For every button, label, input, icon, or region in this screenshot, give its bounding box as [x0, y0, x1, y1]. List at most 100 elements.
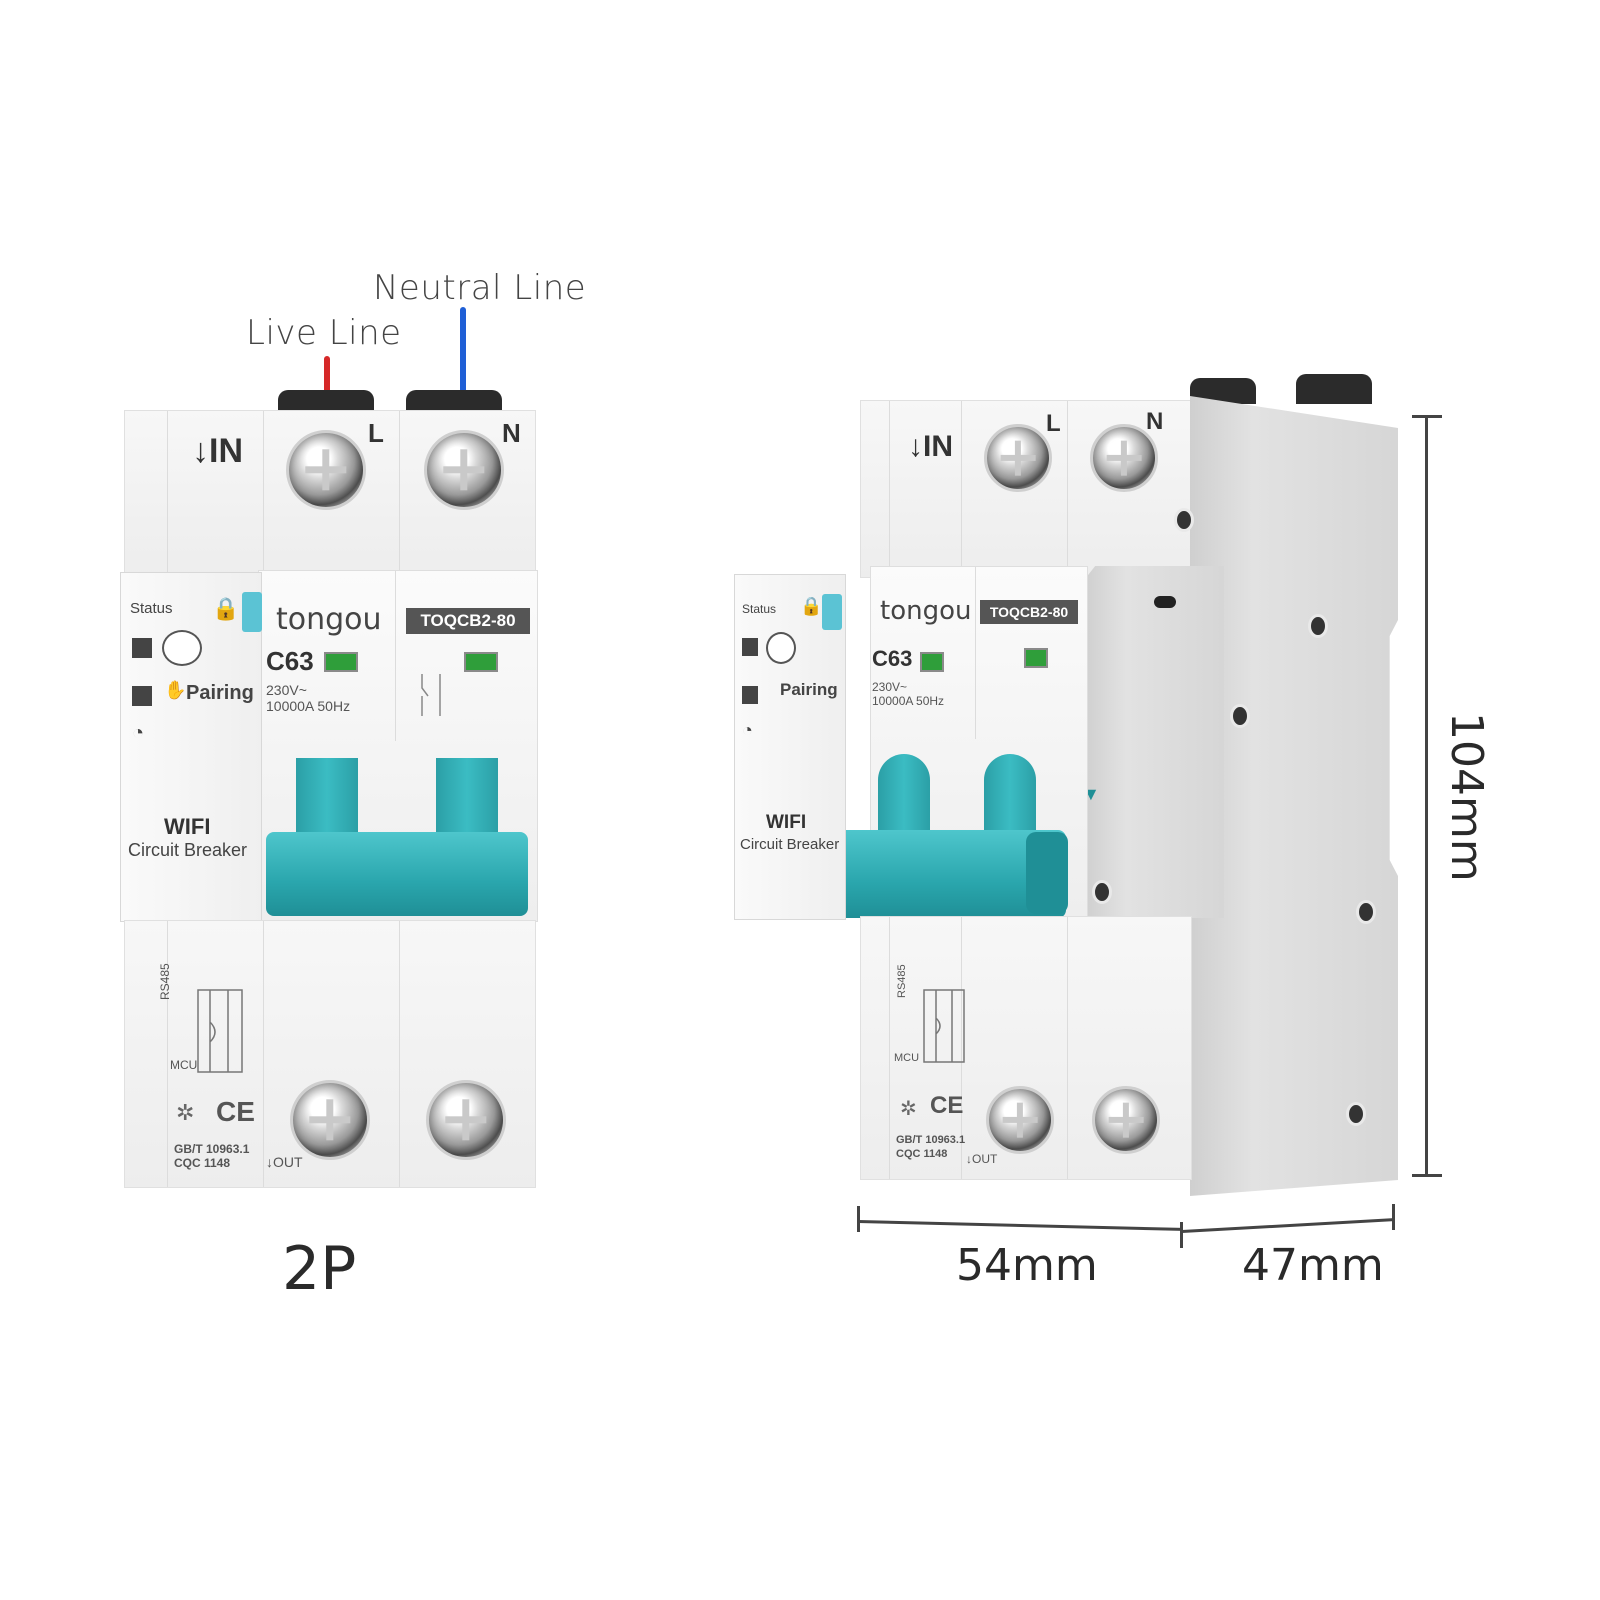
front-brand: tongou — [276, 602, 382, 637]
front-status-square — [132, 638, 152, 658]
front-view-breaker: ↓IN L N tongou C63 TOQCB2-80 230V~ 10000… — [120, 390, 540, 1190]
front-pairing-label: Pairing — [186, 682, 254, 704]
height-dimension-cap-top — [1412, 415, 1442, 418]
side-cert-1: GB/T 10963.1 — [896, 1134, 966, 1146]
side-toggle-post-l[interactable] — [878, 754, 930, 840]
side-status-square — [742, 638, 758, 656]
side-slot — [1154, 596, 1176, 608]
side-bottom-screw-n — [1092, 1086, 1160, 1154]
side-top-screw-n — [1090, 424, 1158, 492]
width-dimension-line — [857, 1220, 1182, 1231]
front-status-label: Status — [130, 600, 173, 617]
front-cert-1: GB/T 10963.1 — [174, 1142, 250, 1156]
side-out-label: ↓OUT — [966, 1152, 998, 1166]
depth-caption: 47mm — [1242, 1240, 1384, 1291]
side-model-badge: TOQCB2-80 — [980, 600, 1078, 624]
front-toggle-post-n[interactable] — [436, 758, 498, 840]
front-wifi-icon: ◔ — [132, 722, 145, 744]
side-indicator-1 — [920, 652, 944, 672]
side-hole-3 — [1230, 704, 1250, 728]
depth-dimension-cap-right — [1392, 1204, 1395, 1230]
front-breaker-label: Circuit Breaker — [128, 840, 248, 860]
side-hole-1 — [1174, 508, 1194, 532]
side-toggle-end — [1026, 832, 1068, 914]
width-caption: 54mm — [956, 1240, 1098, 1291]
front-wifi-label: WIFI — [164, 814, 211, 839]
side-temp-icon: ✲ — [900, 1098, 917, 1120]
side-hole-4 — [1092, 880, 1112, 904]
front-circuit-diagram — [197, 989, 243, 1073]
width-dimension-cap-mid — [1180, 1222, 1183, 1248]
front-temp-icon: ✲ — [176, 1100, 195, 1125]
side-pairing-label: Pairing — [780, 680, 838, 699]
front-wiring-symbol — [421, 674, 441, 716]
width-dimension-cap-left — [857, 1206, 860, 1232]
live-line-label: Live Line — [246, 313, 402, 353]
front-wifi-module — [120, 572, 262, 922]
side-status-label: Status — [742, 602, 777, 616]
side-rs485-label: RS485 — [896, 964, 908, 998]
front-indicator-1 — [324, 652, 358, 672]
side-top-screw-l — [984, 424, 1052, 492]
depth-dimension-line — [1181, 1218, 1394, 1233]
front-specs-2: 10000A 50Hz — [266, 698, 351, 714]
side-lock-icon: 🔒 — [800, 596, 823, 616]
front-pairing-square[interactable] — [132, 686, 152, 706]
front-out-label: ↓OUT — [266, 1154, 303, 1170]
side-indicator-2 — [1024, 648, 1048, 668]
side-pairing-square[interactable] — [742, 686, 758, 704]
side-breaker-label: Circuit Breaker — [740, 836, 840, 853]
front-indicator-2 — [464, 652, 498, 672]
front-rating: C63 — [266, 646, 314, 676]
front-rs485-label: RS485 — [158, 963, 172, 1000]
height-dimension-line — [1425, 416, 1428, 1176]
front-top-screw-n — [424, 430, 504, 510]
front-status-tab[interactable] — [242, 592, 262, 632]
neutral-wire — [460, 307, 466, 467]
side-circuit-diagram — [923, 989, 965, 1063]
side-toggle-post-n[interactable] — [984, 754, 1036, 840]
side-hole-2 — [1308, 614, 1328, 638]
height-dimension-cap-bottom — [1412, 1174, 1442, 1177]
side-wifi-icon: ◔ — [742, 720, 753, 740]
side-view-breaker: ↓IN L N ▼ tongou C63 TOQCB2-80 230V~ 100… — [730, 370, 1410, 1200]
height-caption: 104mm — [1441, 712, 1492, 882]
front-bottom-screw-l — [290, 1080, 370, 1160]
front-status-led — [162, 630, 202, 666]
side-top-clip-2 — [1296, 374, 1372, 404]
front-in-label: ↓IN — [192, 432, 243, 470]
side-in-label: ↓IN — [908, 430, 953, 463]
front-bottom-screw-n — [426, 1080, 506, 1160]
front-n-label: N — [502, 418, 521, 448]
side-cert-2: CQC 1148 — [896, 1148, 948, 1160]
side-hole-5 — [1356, 900, 1376, 924]
side-l-label: L — [1046, 410, 1061, 437]
front-mcu-label: MCU — [170, 1058, 198, 1072]
front-model-badge: TOQCB2-80 — [406, 608, 530, 634]
side-hole-7 — [1346, 1102, 1366, 1126]
side-panel — [1190, 396, 1398, 1196]
front-ce-mark: CE — [216, 1096, 255, 1127]
side-status-led — [766, 632, 796, 664]
front-toggle-handle[interactable] — [266, 832, 528, 916]
side-bottom-screw-l — [986, 1086, 1054, 1154]
front-specs-1: 230V~ — [266, 682, 307, 698]
front-top-screw-l — [286, 430, 366, 510]
side-ce-mark: CE — [930, 1092, 964, 1119]
side-wifi-label: WIFI — [766, 812, 807, 833]
side-specs-2: 10000A 50Hz — [872, 694, 945, 708]
side-wifi-module — [734, 574, 846, 920]
neutral-line-label: Neutral Line — [373, 268, 587, 308]
side-brand: tongou — [880, 596, 972, 626]
side-panel-mid — [1084, 566, 1224, 918]
side-specs-1: 230V~ — [872, 680, 908, 694]
side-status-tab[interactable] — [822, 594, 842, 630]
front-toggle-post-l[interactable] — [296, 758, 358, 840]
front-hand-icon: ✋ — [164, 680, 187, 700]
front-lock-icon: 🔒 — [212, 596, 240, 621]
side-rating: C63 — [872, 646, 913, 671]
pole-type-caption: 2P — [282, 1234, 357, 1304]
side-n-label: N — [1146, 408, 1164, 435]
front-l-label: L — [368, 418, 384, 448]
front-top-clip-l — [278, 390, 374, 412]
